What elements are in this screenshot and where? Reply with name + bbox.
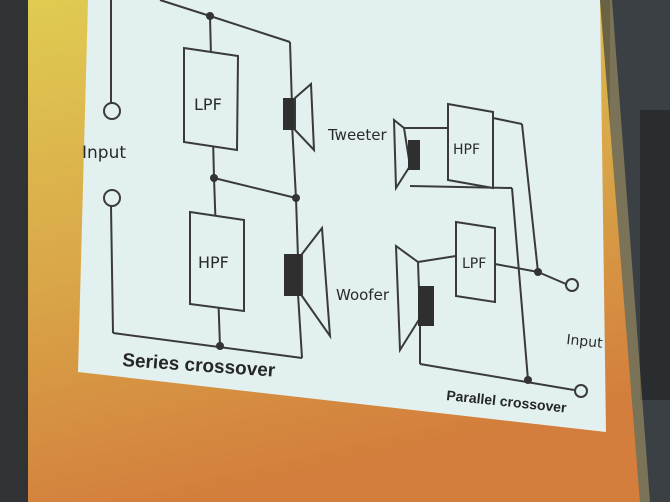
parallel-woofer-speaker — [394, 243, 434, 354]
series-junction-top — [206, 12, 214, 20]
parallel-tweeter-speaker — [392, 117, 420, 192]
parallel-junction-top — [534, 268, 542, 276]
series-junction-bottom — [216, 342, 224, 350]
tweeter-label: Tweeter — [327, 126, 388, 144]
parallel-tweeter-wire-bottom — [409, 185, 513, 189]
screen-glare — [600, 0, 650, 502]
series-junction-mid — [210, 174, 218, 182]
series-right-bus-lower — [295, 197, 299, 259]
parallel-crossover — [404, 117, 575, 391]
parallel-hpf-box — [447, 102, 494, 190]
series-tweeter-speaker — [283, 81, 316, 153]
series-hpf-box — [189, 210, 245, 313]
series-hpf-label: HPF — [198, 253, 229, 272]
series-input-label: Input — [82, 143, 126, 163]
series-right-bus-end — [297, 293, 303, 359]
series-mid-rail — [213, 177, 297, 199]
parallel-right-bus-top — [521, 123, 539, 273]
parallel-hpf-out-top — [492, 117, 523, 125]
parallel-input-terminal-top — [565, 278, 579, 292]
series-lpf-box — [183, 46, 240, 152]
parallel-lpf-out — [494, 263, 539, 273]
parallel-right-bus-inner — [511, 187, 529, 381]
series-bottom-rail — [112, 332, 303, 359]
series-lpf-label: LPF — [194, 95, 222, 114]
parallel-lpf-box — [455, 220, 496, 304]
parallel-input-terminal-bottom — [574, 384, 588, 398]
series-right-bus-top — [289, 41, 293, 107]
parallel-input-wire-top — [537, 271, 567, 285]
parallel-input-label: Input — [566, 332, 604, 352]
parallel-junction-bottom — [524, 376, 532, 384]
series-input-terminal-top — [103, 102, 121, 120]
parallel-hpf-label: HPF — [453, 142, 480, 158]
series-input-terminal-bottom — [103, 189, 121, 207]
parallel-bottom-rail — [419, 363, 575, 391]
series-woofer-speaker — [284, 225, 332, 340]
series-top-rail-2 — [209, 15, 291, 43]
series-junction-right — [292, 194, 300, 202]
series-top-rail — [159, 0, 211, 17]
parallel-lpf-label: LPF — [462, 256, 486, 272]
woofer-label: Woofer — [336, 286, 390, 304]
series-right-bus-bottom — [291, 123, 297, 199]
slide-left-shadow — [0, 0, 28, 502]
series-input-wire-bottom — [110, 205, 114, 334]
wall-bracket — [640, 110, 670, 400]
parallel-woofer-wire-top — [417, 255, 457, 263]
